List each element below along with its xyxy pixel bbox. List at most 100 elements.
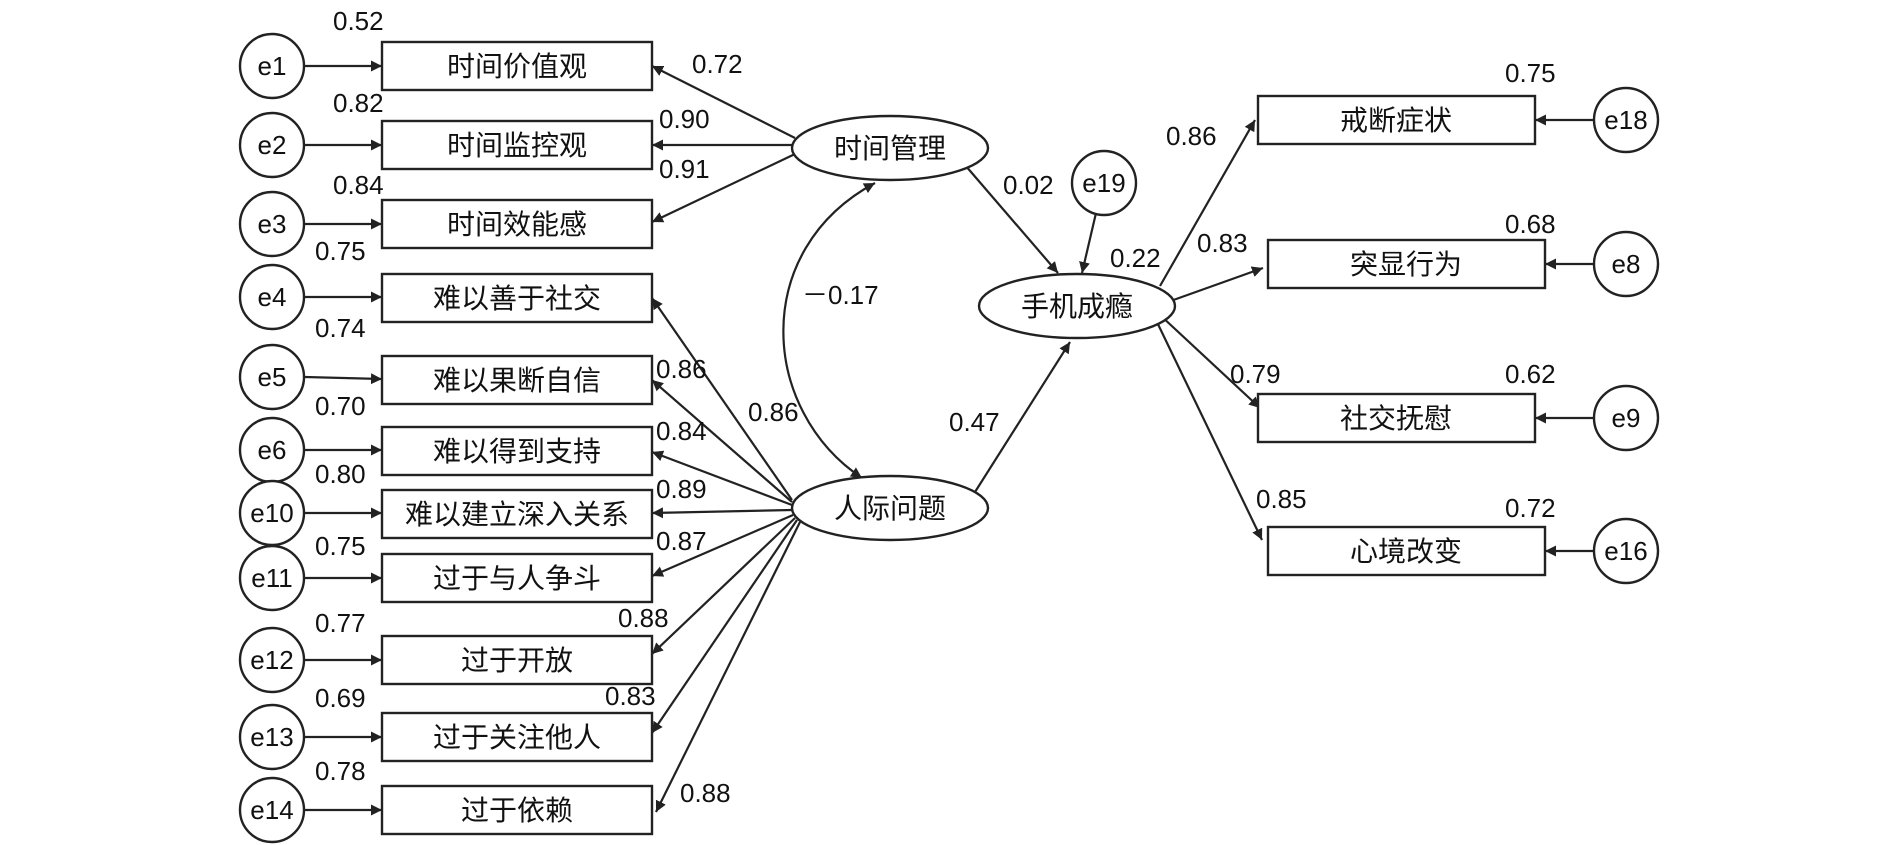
error-e16: e16 <box>1592 517 1660 585</box>
loading-tm1: 0.72 <box>692 49 743 79</box>
indicator-ip3: 难以得到支持 <box>380 425 654 477</box>
loading-ip3: 0.84 <box>656 416 707 446</box>
indicator-boxes-right: 戒断症状 突显行为 社交抚慰 心境改变 <box>1256 94 1547 577</box>
svg-text:社交抚慰: 社交抚慰 <box>1340 402 1452 435</box>
svg-text:过于依赖: 过于依赖 <box>461 794 573 827</box>
svg-text:时间效能感: 时间效能感 <box>447 208 587 241</box>
r2-ip5: 0.75 <box>315 531 366 561</box>
error-paths-left <box>304 60 383 816</box>
indicator-ad2: 突显行为 <box>1266 238 1547 290</box>
indicator-ip6: 过于开放 <box>380 634 654 686</box>
svg-text:e3: e3 <box>258 209 287 239</box>
loading-paths <box>651 65 1264 813</box>
svg-text:e14: e14 <box>250 795 293 825</box>
indicator-ip4: 难以建立深入关系 <box>380 488 654 540</box>
coef-tm-ad: 0.02 <box>1003 170 1054 200</box>
r2-ad1: 0.75 <box>1505 58 1556 88</box>
svg-text:e5: e5 <box>258 362 287 392</box>
path-ip-ip7 <box>651 519 798 734</box>
r-squared-labels: 0.52 0.82 0.84 0.75 0.74 0.70 0.80 0.75 … <box>315 6 1556 786</box>
r2-ad2: 0.68 <box>1505 209 1556 239</box>
path-tm-tm3 <box>651 153 796 223</box>
loading-ip6: 0.88 <box>618 603 669 633</box>
error-e5: e5 <box>238 343 306 411</box>
path-ip-ip3 <box>651 450 793 507</box>
svg-text:难以得到支持: 难以得到支持 <box>433 435 601 468</box>
loading-ip2: 0.86 <box>656 354 707 384</box>
error-e19: e19 <box>1070 149 1138 217</box>
latent-phone-addiction: 手机成瘾 <box>977 272 1177 340</box>
svg-text:戒断症状: 戒断症状 <box>1340 104 1452 137</box>
error-e3: e3 <box>238 190 306 258</box>
loading-ad1: 0.86 <box>1166 121 1217 151</box>
loading-ip1: 0.86 <box>748 397 799 427</box>
svg-text:e19: e19 <box>1082 168 1125 198</box>
svg-text:e2: e2 <box>258 130 287 160</box>
error-e12: e12 <box>238 626 306 694</box>
svg-text:人际问题: 人际问题 <box>834 492 946 525</box>
path-tm-tm1 <box>651 65 796 139</box>
loading-ip5: 0.87 <box>656 526 707 556</box>
svg-text:过于与人争斗: 过于与人争斗 <box>433 562 601 595</box>
indicator-ip2: 难以果断自信 <box>380 354 654 406</box>
svg-text:e13: e13 <box>250 722 293 752</box>
loading-labels: 0.72 0.90 0.91 0.86 0.86 0.84 0.89 0.87 … <box>605 49 1307 808</box>
error-e8: e8 <box>1592 230 1660 298</box>
error-e14: e14 <box>238 776 306 844</box>
r2-ip3: 0.70 <box>315 391 366 421</box>
svg-text:难以善于社交: 难以善于社交 <box>433 282 601 315</box>
indicator-tm1: 时间价值观 <box>380 40 654 92</box>
r2-ip1: 0.75 <box>315 236 366 266</box>
r2-ip7: 0.69 <box>315 683 366 713</box>
r2-ad4: 0.72 <box>1505 493 1556 523</box>
svg-text:e4: e4 <box>258 282 287 312</box>
svg-text:e12: e12 <box>250 645 293 675</box>
error-e13: e13 <box>238 703 306 771</box>
path-ip-ip5 <box>651 513 794 578</box>
path-ip-ip8 <box>655 521 801 813</box>
error-circles: e1 e2 e3 e4 e5 e6 e10 e11 e12 e13 e14 e1… <box>238 32 1660 844</box>
svg-text:过于开放: 过于开放 <box>461 644 573 677</box>
svg-text:时间价值观: 时间价值观 <box>447 50 587 83</box>
path-ip-ip1 <box>651 297 793 501</box>
coef-correlation: －0.17 <box>802 280 879 310</box>
svg-text:e11: e11 <box>251 563 292 593</box>
error-paths-right <box>1535 114 1594 557</box>
path-e19-ad <box>1079 212 1098 274</box>
latent-interpersonal: 人际问题 <box>790 474 990 542</box>
loading-ip8: 0.88 <box>680 778 731 808</box>
r2-tm2: 0.82 <box>333 88 384 118</box>
path-tm-ad <box>964 164 1059 274</box>
svg-text:e1: e1 <box>258 51 287 81</box>
path-ad-ad3 <box>1159 314 1261 409</box>
svg-text:手机成瘾: 手机成瘾 <box>1021 290 1133 323</box>
r2-ip8: 0.78 <box>315 756 366 786</box>
loading-ip4: 0.89 <box>656 474 707 504</box>
svg-text:e6: e6 <box>258 435 287 465</box>
path-ip-ip6 <box>651 517 796 655</box>
path-ip-ad <box>974 341 1071 493</box>
loading-ad2: 0.83 <box>1197 228 1248 258</box>
loading-tm3: 0.91 <box>659 154 710 184</box>
error-e9: e9 <box>1592 384 1660 452</box>
indicator-ip7: 过于关注他人 <box>380 711 654 763</box>
path-ip-ip4 <box>651 507 793 519</box>
path-e5-ip2 <box>304 373 383 385</box>
r2-addiction: 0.22 <box>1110 243 1161 273</box>
indicator-tm2: 时间监控观 <box>380 119 654 171</box>
r2-tm3: 0.84 <box>333 170 384 200</box>
indicator-boxes-left: 时间价值观 时间监控观 时间效能感 难以善于社交 难以果断自信 难以得到支持 难… <box>380 40 654 836</box>
error-e4: e4 <box>238 263 306 331</box>
error-e10: e10 <box>238 479 306 547</box>
path-ad-ad1 <box>1159 119 1256 287</box>
svg-text:e16: e16 <box>1604 536 1647 566</box>
r2-ad3: 0.62 <box>1505 359 1556 389</box>
indicator-ip5: 过于与人争斗 <box>380 552 654 604</box>
loading-ad4: 0.85 <box>1256 484 1307 514</box>
indicator-ad3: 社交抚慰 <box>1256 392 1537 444</box>
loading-ip7: 0.83 <box>605 681 656 711</box>
error-e1: e1 <box>238 32 306 100</box>
r2-ip4: 0.80 <box>315 459 366 489</box>
svg-text:过于关注他人: 过于关注他人 <box>433 721 601 754</box>
svg-text:e10: e10 <box>250 498 293 528</box>
